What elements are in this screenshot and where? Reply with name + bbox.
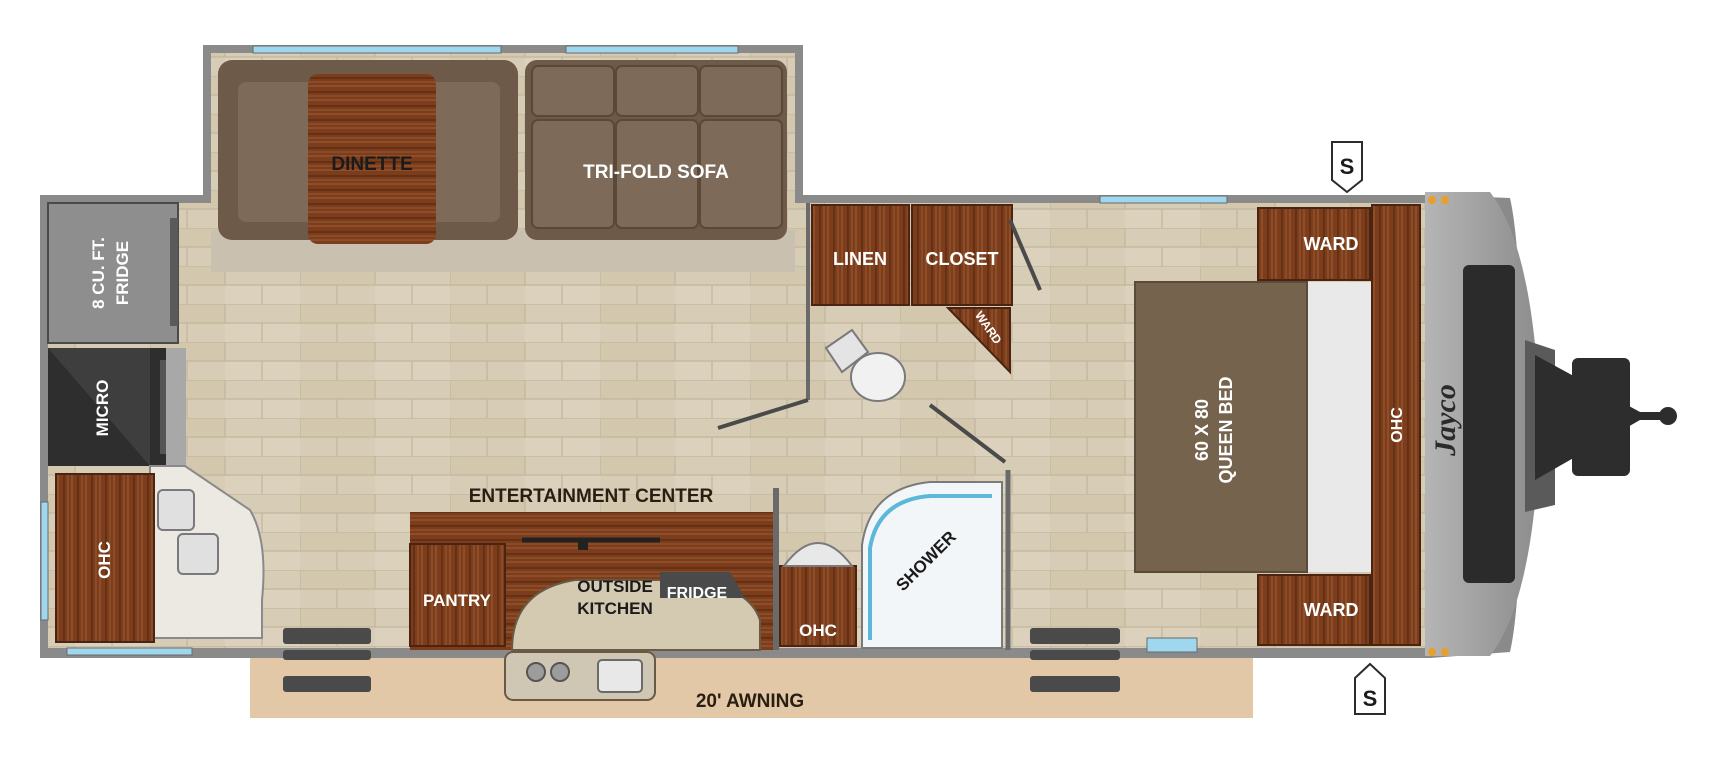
brand-logo: Jayco — [1429, 384, 1462, 457]
dinette-label: DINETTE — [331, 154, 412, 175]
queen-bed — [1134, 281, 1308, 573]
ward-bottom — [1257, 574, 1371, 646]
front-ohc — [55, 473, 155, 643]
burner — [526, 662, 546, 682]
bath-ohc-label: OHC — [799, 621, 837, 640]
kitchen-sink — [177, 533, 219, 575]
linen — [811, 204, 910, 306]
cap-dark-panel — [1463, 265, 1515, 583]
closet — [911, 204, 1013, 306]
pantry-label: PANTRY — [423, 591, 492, 610]
linen-label: LINEN — [833, 249, 887, 269]
ward-small — [945, 307, 1011, 375]
window — [40, 501, 49, 621]
hitch-tongue — [1535, 355, 1665, 480]
fridge — [47, 202, 179, 344]
stabilizer-top: S — [1331, 141, 1363, 194]
outside-fridge-label: FRIDGE — [667, 585, 728, 602]
door-swing — [717, 398, 809, 430]
cap-light — [1428, 196, 1436, 204]
bath-vanity — [779, 565, 857, 647]
cap-light — [1441, 648, 1449, 656]
micro-label: MICRO — [93, 380, 112, 437]
fridge-handle — [170, 218, 178, 326]
kitchen-sink — [157, 489, 195, 531]
sofa-back-cushion — [615, 65, 699, 117]
closet-label: CLOSET — [925, 249, 998, 269]
outside-kitchen-label-2: KITCHEN — [577, 599, 653, 618]
front-ohc-label: OHC — [95, 541, 114, 579]
ward-bottom-label: WARD — [1304, 600, 1359, 620]
microwave-handle — [160, 360, 168, 454]
window — [565, 45, 739, 54]
sofa-seat-cushion — [699, 119, 783, 229]
dinette-table — [308, 74, 436, 244]
svg-text:S: S — [1363, 686, 1378, 711]
bed-headboard — [1300, 282, 1372, 572]
bed-label-2: QUEEN BED — [1216, 376, 1236, 483]
stabilizer-bottom: S — [1354, 662, 1386, 715]
tv-stand — [578, 540, 588, 550]
sofa-back-cushion — [699, 65, 783, 117]
sofa-seat-cushion — [615, 119, 699, 229]
bed-label-1: 60 X 80 — [1192, 399, 1212, 461]
outside-sink — [597, 659, 643, 693]
shower — [861, 481, 1003, 649]
ward-top — [1257, 207, 1371, 281]
entry-steps — [283, 628, 371, 692]
pantry — [409, 543, 506, 647]
rear-ohc-label: OHC — [1389, 407, 1406, 443]
shower-curve — [868, 494, 992, 640]
burner — [550, 662, 570, 682]
window — [66, 647, 193, 656]
window — [1099, 195, 1228, 204]
svg-text:S: S — [1340, 154, 1355, 179]
hitch-ball — [1659, 407, 1677, 425]
fridge-label-2: FRIDGE — [113, 241, 132, 305]
bath-sink — [782, 542, 854, 567]
outside-fridge — [660, 572, 745, 598]
sofa-seat-cushion — [531, 119, 615, 229]
rear-ohc — [1371, 204, 1421, 646]
window — [252, 45, 502, 54]
cap-light — [1428, 648, 1436, 656]
window — [1146, 637, 1198, 653]
ward-top-label: WARD — [1304, 234, 1359, 254]
toilet — [824, 328, 906, 402]
fridge-label-1: 8 CU. FT. — [89, 237, 108, 309]
awning-label: 20' AWNING — [696, 691, 804, 712]
entry-steps — [1030, 628, 1120, 692]
door-swing — [1008, 219, 1042, 291]
microwave-shade — [48, 348, 150, 466]
stove-counter — [166, 348, 186, 466]
cap-light — [1441, 196, 1449, 204]
outside-kitchen-label-1: OUTSIDE — [577, 577, 653, 596]
sofa-back-cushion — [531, 65, 615, 117]
entertainment-label: ENTERTAINMENT CENTER — [469, 486, 714, 507]
door-swing — [928, 403, 1007, 464]
sofa-label: TRI-FOLD SOFA — [583, 162, 729, 183]
